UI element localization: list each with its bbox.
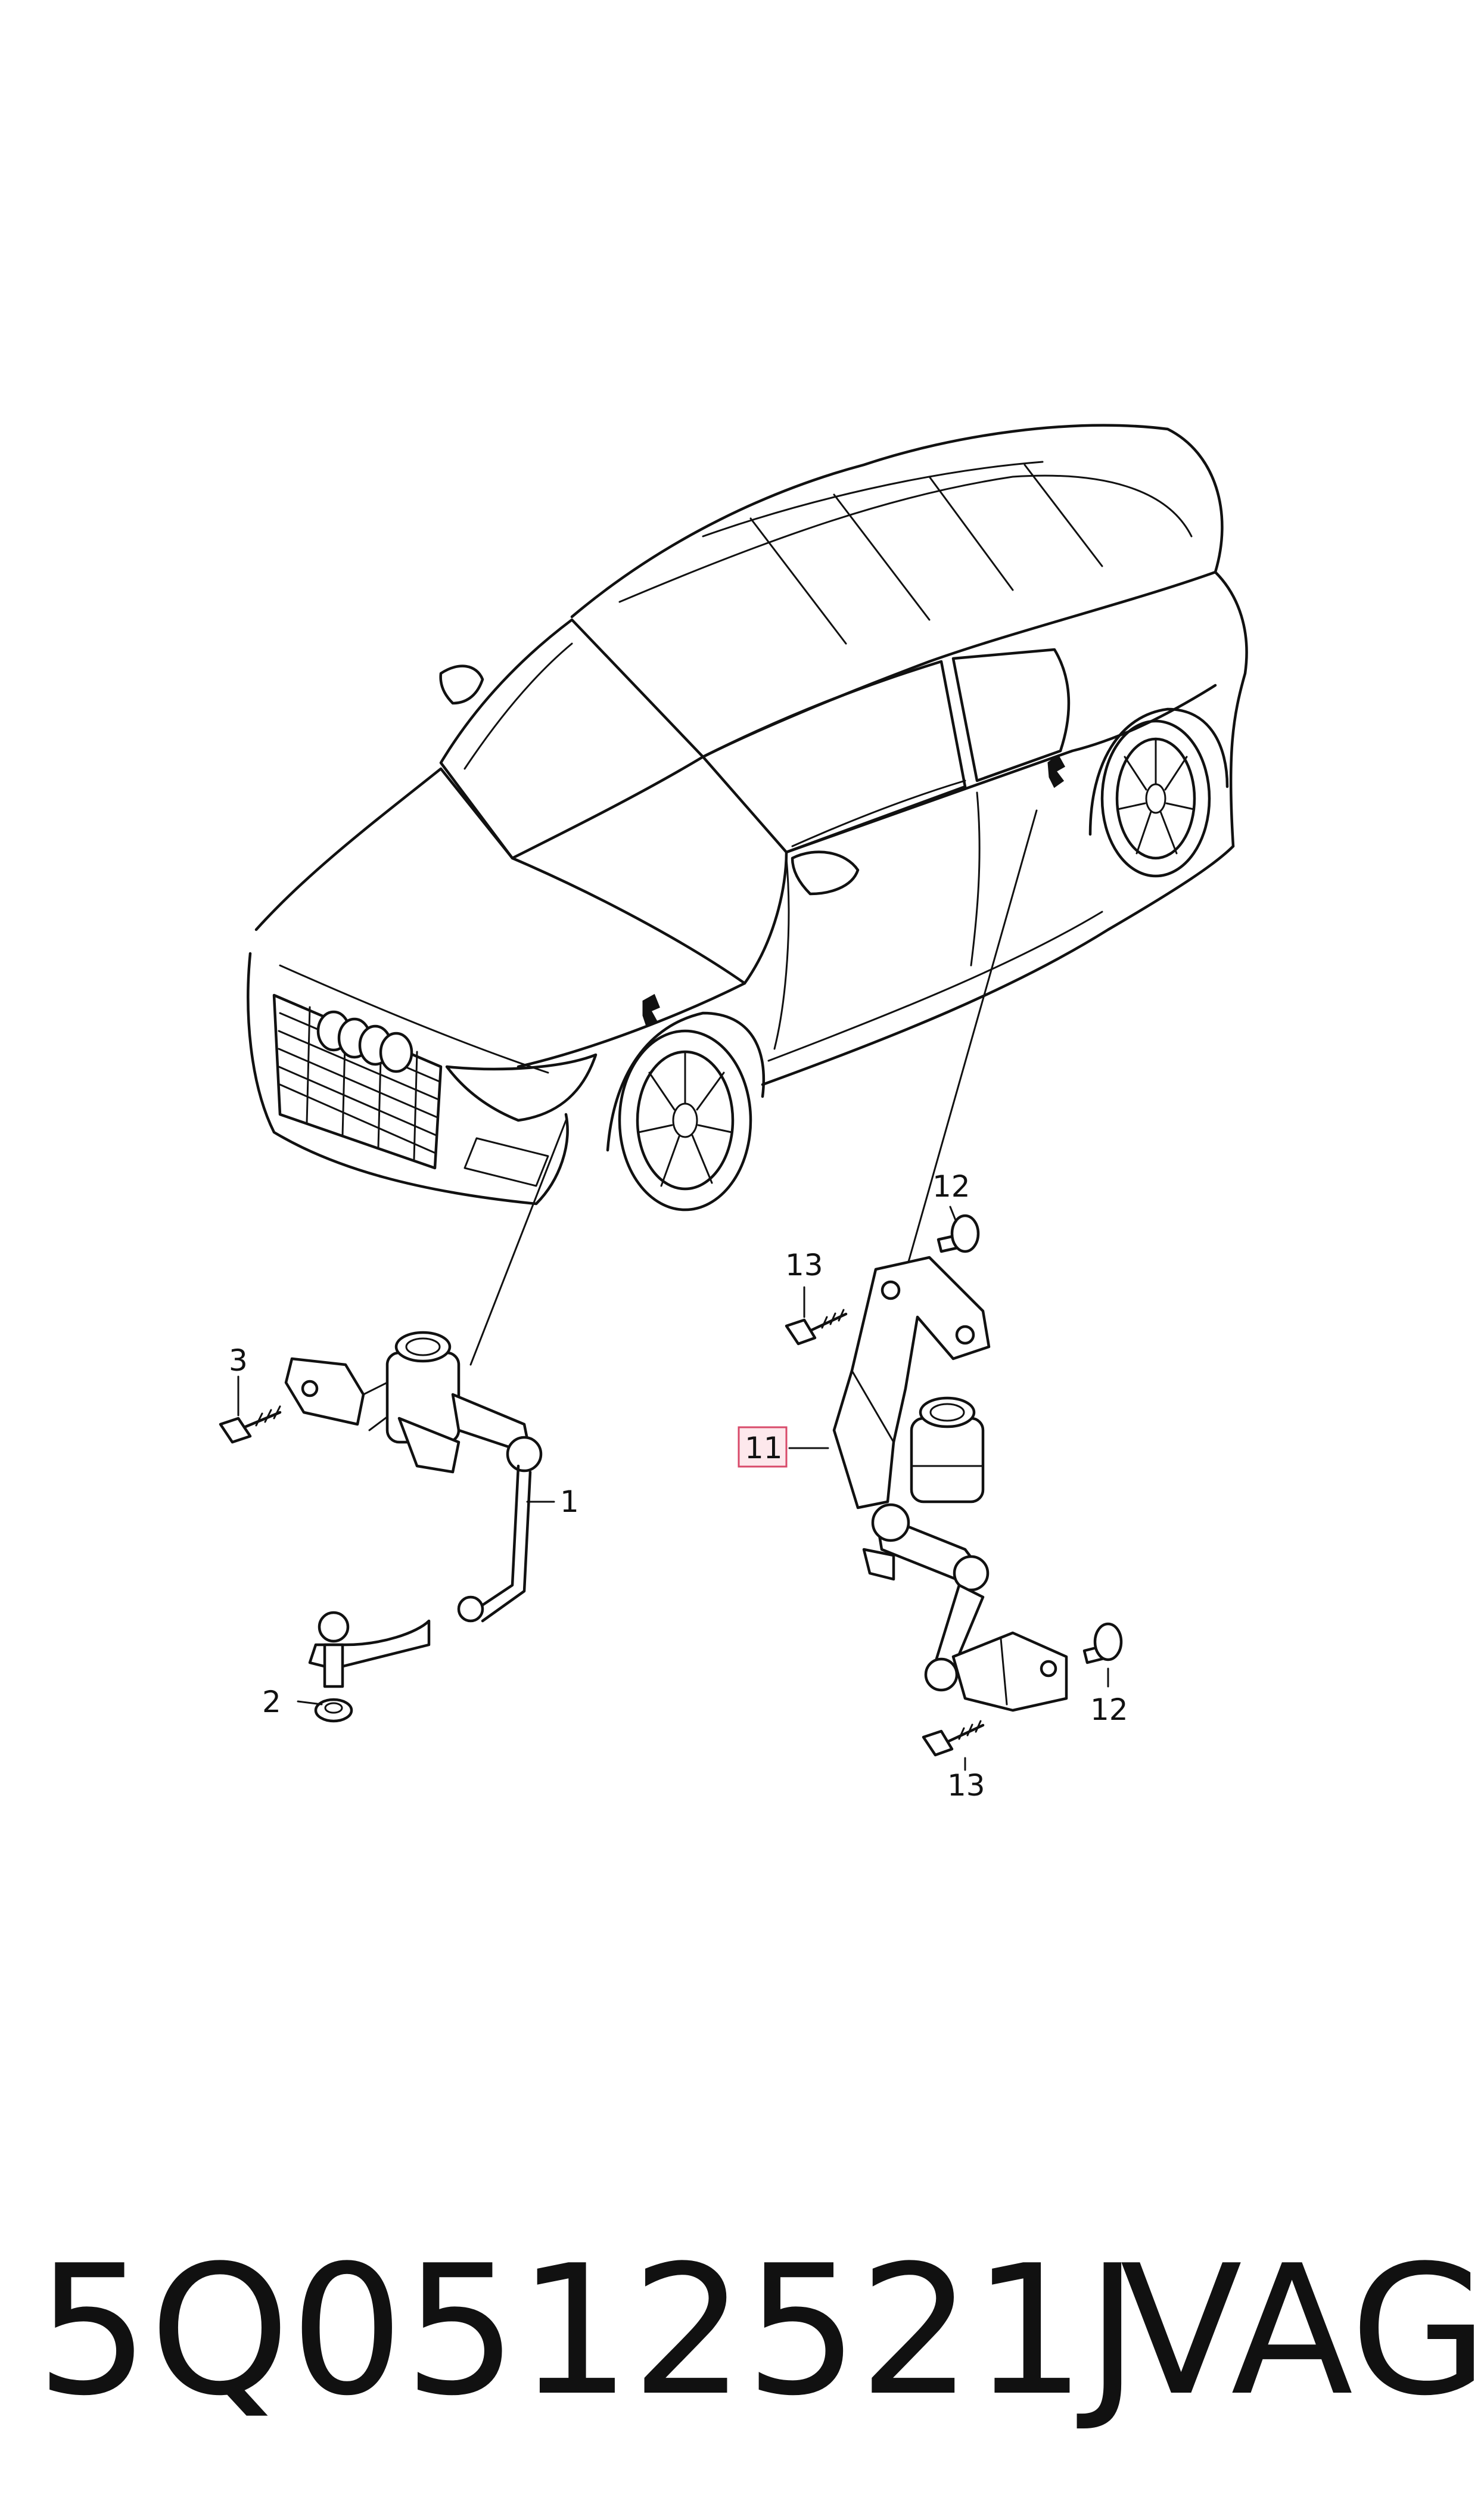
front-level-sensor — [284, 1331, 543, 1688]
callout-leaders — [237, 1206, 1109, 1771]
leader-line-rear — [898, 809, 1038, 1294]
rear-wheel — [1088, 707, 1229, 878]
bolt-part-13-lower — [922, 1720, 985, 1757]
brand-rings-logo — [316, 1010, 413, 1073]
nut-part-2 — [314, 1698, 353, 1723]
bolt-part-13-upper — [785, 1309, 848, 1346]
front-wheel — [606, 1011, 766, 1212]
callout-1: 1 — [560, 1484, 579, 1519]
car-illustration — [247, 424, 1248, 1212]
callout-11: 11 — [745, 1431, 783, 1465]
rivet-part-12-upper — [937, 1214, 980, 1253]
callout-3: 3 — [229, 1343, 248, 1378]
callout-12-upper: 12 — [932, 1169, 970, 1204]
part-number: 5Q0512521J — [36, 2227, 1139, 2435]
brand-name: VAG — [1120, 2227, 1484, 2435]
bolt-part-3 — [219, 1405, 282, 1444]
callout-12-lower: 12 — [1090, 1692, 1128, 1727]
callout-13-upper: 13 — [785, 1248, 823, 1282]
leader-line-front — [469, 1119, 567, 1366]
rear-level-sensor — [832, 1256, 1068, 1712]
callout-2: 2 — [262, 1685, 281, 1719]
callout-11-highlight — [738, 1426, 788, 1468]
callout-13-lower: 13 — [947, 1768, 985, 1803]
rivet-part-12-lower — [1082, 1622, 1123, 1664]
